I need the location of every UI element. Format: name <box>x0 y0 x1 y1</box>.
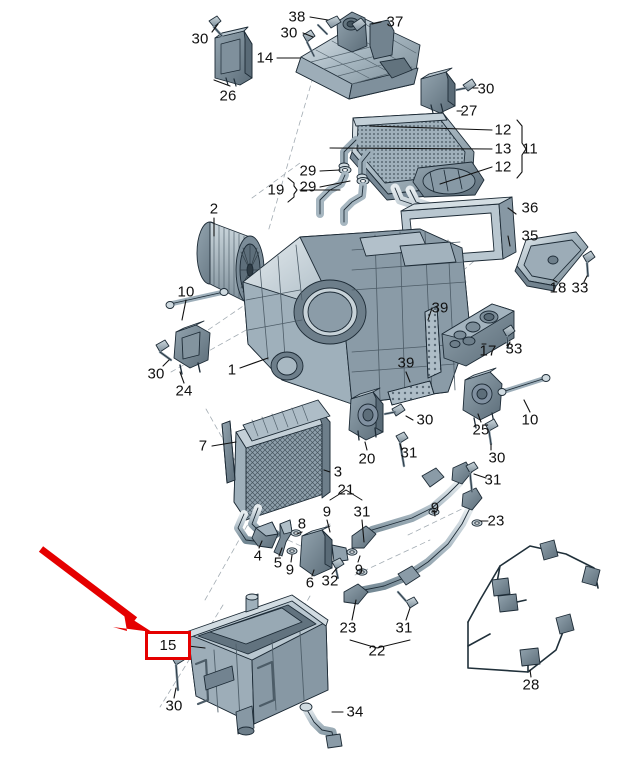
callout-4: 4 <box>253 547 263 565</box>
callout-31: 31 <box>353 503 371 521</box>
callout-35: 35 <box>521 227 539 245</box>
callout-2: 2 <box>209 200 219 218</box>
callout-39: 39 <box>397 354 415 372</box>
callout-31: 31 <box>400 444 418 462</box>
callout-38: 38 <box>288 8 306 26</box>
callout-19: 19 <box>267 181 285 199</box>
callout-33: 33 <box>571 279 589 297</box>
highlight-label-15: 15 <box>159 637 177 654</box>
callout-22: 22 <box>368 642 386 660</box>
callout-30: 30 <box>191 30 209 48</box>
callout-14: 14 <box>256 49 274 67</box>
callout-26: 26 <box>219 87 237 105</box>
callout-20: 20 <box>358 450 376 468</box>
callout-30: 30 <box>280 24 298 42</box>
callout-32: 32 <box>321 572 339 590</box>
callout-8: 8 <box>297 515 307 533</box>
callout-36: 36 <box>521 199 539 217</box>
callout-10: 10 <box>521 411 539 429</box>
callout-9: 9 <box>322 503 332 521</box>
highlight-box-part-15[interactable]: 15 <box>145 631 191 660</box>
callout-29: 29 <box>299 162 317 180</box>
callout-34: 34 <box>346 703 364 721</box>
callout-21: 21 <box>337 481 355 499</box>
callout-28: 28 <box>522 676 540 694</box>
callout-29: 29 <box>299 178 317 196</box>
callout-10: 10 <box>177 283 195 301</box>
callout-9: 9 <box>354 561 364 579</box>
callout-17: 17 <box>479 342 497 360</box>
highlight-arrow <box>38 546 152 632</box>
callout-30: 30 <box>488 449 506 467</box>
callout-9: 9 <box>285 561 295 579</box>
callout-27: 27 <box>460 102 478 120</box>
callout-31: 31 <box>395 619 413 637</box>
callout-13: 13 <box>494 140 512 158</box>
callout-25: 25 <box>472 421 490 439</box>
callout-9: 9 <box>430 499 440 517</box>
callout-18: 18 <box>549 279 567 297</box>
callout-11: 11 <box>522 140 538 158</box>
callout-24: 24 <box>175 382 193 400</box>
callout-12: 12 <box>494 121 512 139</box>
callout-3: 3 <box>333 463 343 481</box>
callout-39: 39 <box>431 299 449 317</box>
callout-30: 30 <box>416 411 434 429</box>
callout-30: 30 <box>477 80 495 98</box>
callout-7: 7 <box>198 437 208 455</box>
callout-23: 23 <box>487 512 505 530</box>
callout-1: 1 <box>227 361 237 379</box>
callout-5: 5 <box>273 554 283 572</box>
callout-30: 30 <box>147 365 165 383</box>
callout-31: 31 <box>484 471 502 489</box>
callout-12: 12 <box>494 158 512 176</box>
callout-23: 23 <box>339 619 357 637</box>
callout-37: 37 <box>386 13 404 31</box>
callout-6: 6 <box>305 574 315 592</box>
callout-33: 33 <box>505 340 523 358</box>
callout-30: 30 <box>165 697 183 715</box>
